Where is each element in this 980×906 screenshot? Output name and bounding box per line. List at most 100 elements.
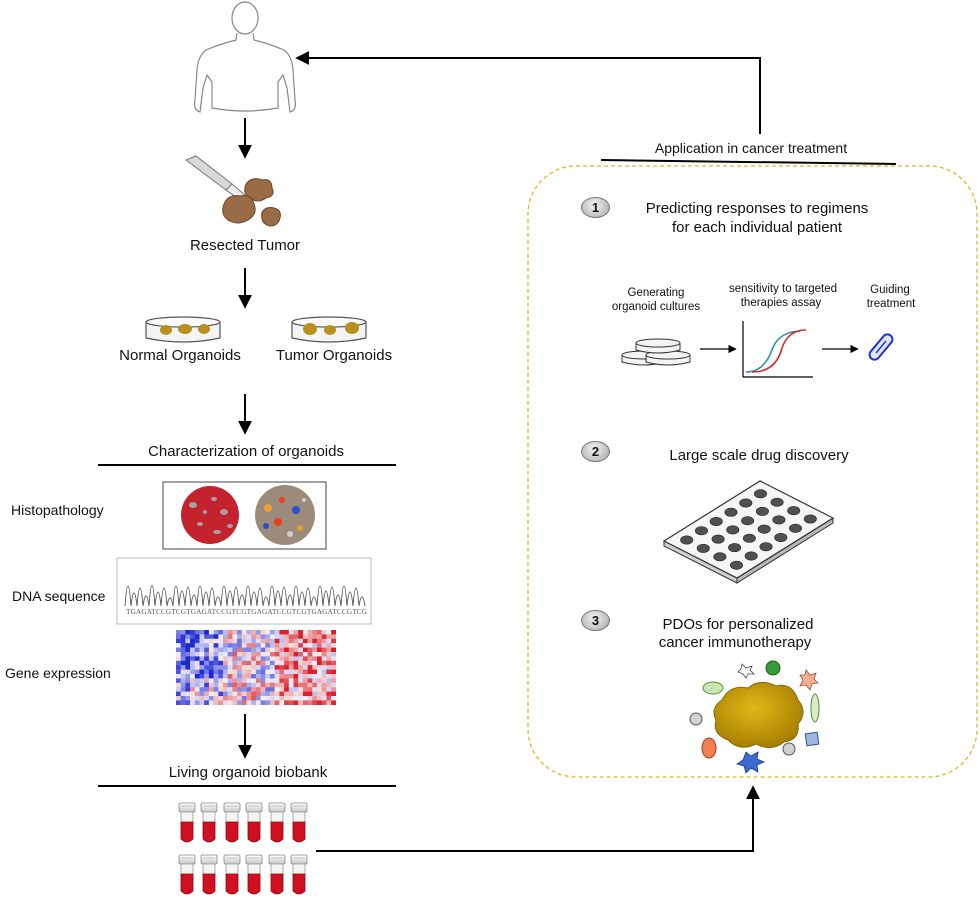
heatmap-cell bbox=[298, 643, 304, 648]
heatmap-cell bbox=[199, 669, 205, 675]
heatmap-cell bbox=[312, 660, 318, 666]
heatmap-cell bbox=[284, 638, 289, 644]
heatmap-cell bbox=[270, 682, 275, 688]
heatmap-cell bbox=[331, 669, 336, 675]
heatmap-cell bbox=[260, 660, 266, 666]
heatmap-cell bbox=[298, 691, 304, 697]
heatmap-cell bbox=[288, 696, 294, 701]
heatmap-cell bbox=[237, 696, 242, 701]
dna-chromatogram bbox=[116, 557, 372, 625]
heatmap-cell bbox=[246, 687, 252, 692]
heatmap-cell bbox=[232, 674, 238, 679]
heatmap-cell bbox=[213, 647, 219, 653]
heatmap-cell bbox=[302, 687, 308, 692]
heatmap-cell bbox=[213, 630, 219, 635]
heatmap-cell bbox=[232, 665, 238, 670]
heatmap-cell bbox=[218, 647, 224, 653]
heatmap-cell bbox=[227, 630, 233, 635]
heatmap-cell bbox=[241, 669, 247, 675]
heatmap-cell bbox=[199, 696, 205, 701]
plate-well bbox=[741, 516, 755, 526]
heatmap-cell bbox=[288, 678, 294, 683]
heatmap-cell bbox=[176, 682, 181, 688]
heatmap-cell bbox=[255, 696, 261, 701]
plate-well bbox=[728, 543, 742, 553]
heatmap-cell bbox=[185, 660, 191, 666]
dna-sequence-label: DNA sequence bbox=[12, 588, 106, 604]
heatmap-cell bbox=[194, 696, 200, 701]
heatmap-cell bbox=[213, 660, 219, 666]
heatmap-cell bbox=[190, 643, 195, 648]
characterization-title: Characterization of organoids bbox=[148, 443, 344, 460]
heatmap-cell bbox=[312, 687, 318, 692]
heatmap-cell bbox=[265, 665, 271, 670]
heatmap-cell bbox=[218, 687, 224, 692]
heatmap-cell bbox=[208, 669, 214, 675]
heatmap-cell bbox=[176, 665, 181, 670]
heatmap-cell bbox=[246, 660, 252, 666]
heatmap-cell bbox=[241, 643, 247, 648]
plate-well bbox=[739, 498, 753, 508]
heatmap-cell bbox=[302, 634, 308, 639]
immunotherapy-cells-icon bbox=[689, 660, 820, 774]
heatmap-cell bbox=[227, 643, 233, 648]
heatmap-cell bbox=[237, 669, 242, 675]
sample-tube bbox=[178, 854, 196, 895]
heatmap-cell bbox=[227, 696, 233, 701]
heatmap-cell bbox=[298, 682, 304, 688]
heatmap-cell bbox=[279, 669, 285, 675]
heatmap-cell bbox=[274, 660, 280, 666]
heatmap-cell bbox=[232, 638, 238, 644]
heatmap-cell bbox=[265, 656, 271, 661]
heatmap-cell bbox=[255, 656, 261, 661]
heatmap-cell bbox=[270, 687, 275, 692]
heatmap-cell bbox=[293, 696, 299, 701]
heatmap-cell bbox=[241, 656, 247, 661]
heatmap-cell bbox=[251, 682, 257, 688]
heatmap-cell bbox=[251, 630, 257, 635]
heatmap-cell bbox=[223, 643, 228, 648]
tumor-tissue-icon bbox=[222, 178, 281, 227]
heatmap-cell bbox=[321, 638, 327, 644]
heatmap-cell bbox=[298, 656, 304, 661]
heatmap-cell bbox=[227, 674, 233, 679]
heatmap-cell bbox=[260, 696, 266, 701]
heatmap-cell bbox=[194, 647, 200, 653]
plate-well bbox=[788, 523, 802, 533]
heatmap-cell bbox=[288, 630, 294, 635]
heatmap-cell bbox=[293, 691, 299, 697]
heatmap-cell bbox=[307, 687, 313, 692]
heatmap-cell bbox=[190, 660, 195, 666]
heatmap-cell bbox=[241, 660, 247, 666]
heatmap-cell bbox=[223, 674, 228, 679]
heatmap-cell bbox=[237, 687, 242, 692]
heatmap-cell bbox=[176, 630, 181, 635]
heatmap-cell bbox=[265, 643, 271, 648]
heatmap-cell bbox=[270, 691, 275, 697]
heatmap-cell bbox=[213, 665, 219, 670]
heatmap-cell bbox=[251, 665, 257, 670]
heatmap-cell bbox=[326, 700, 332, 705]
step-2-line1: Large scale drug discovery bbox=[669, 447, 849, 464]
plate-well bbox=[742, 533, 756, 543]
tumor-organoids-label: Tumor Organoids bbox=[275, 347, 393, 364]
heatmap-cell bbox=[293, 638, 299, 644]
heatmap-cell bbox=[194, 638, 200, 644]
heatmap-cell bbox=[246, 678, 252, 683]
heatmap-cell bbox=[241, 665, 247, 670]
heatmap-cell bbox=[288, 652, 294, 657]
heatmap-cell bbox=[279, 652, 285, 657]
heatmap-cell bbox=[251, 660, 257, 666]
arrow-application-to-patient bbox=[295, 51, 761, 134]
heatmap-cell bbox=[298, 647, 304, 653]
heatmap-cell bbox=[241, 634, 247, 639]
heatmap-cell bbox=[321, 682, 327, 688]
heatmap-cell bbox=[302, 652, 308, 657]
heatmap-cell bbox=[288, 691, 294, 697]
heatmap-cell bbox=[284, 678, 289, 683]
heatmap-cell bbox=[199, 656, 205, 661]
heatmap-cell bbox=[237, 643, 242, 648]
plate-well bbox=[726, 525, 740, 535]
heatmap-cell bbox=[298, 696, 304, 701]
